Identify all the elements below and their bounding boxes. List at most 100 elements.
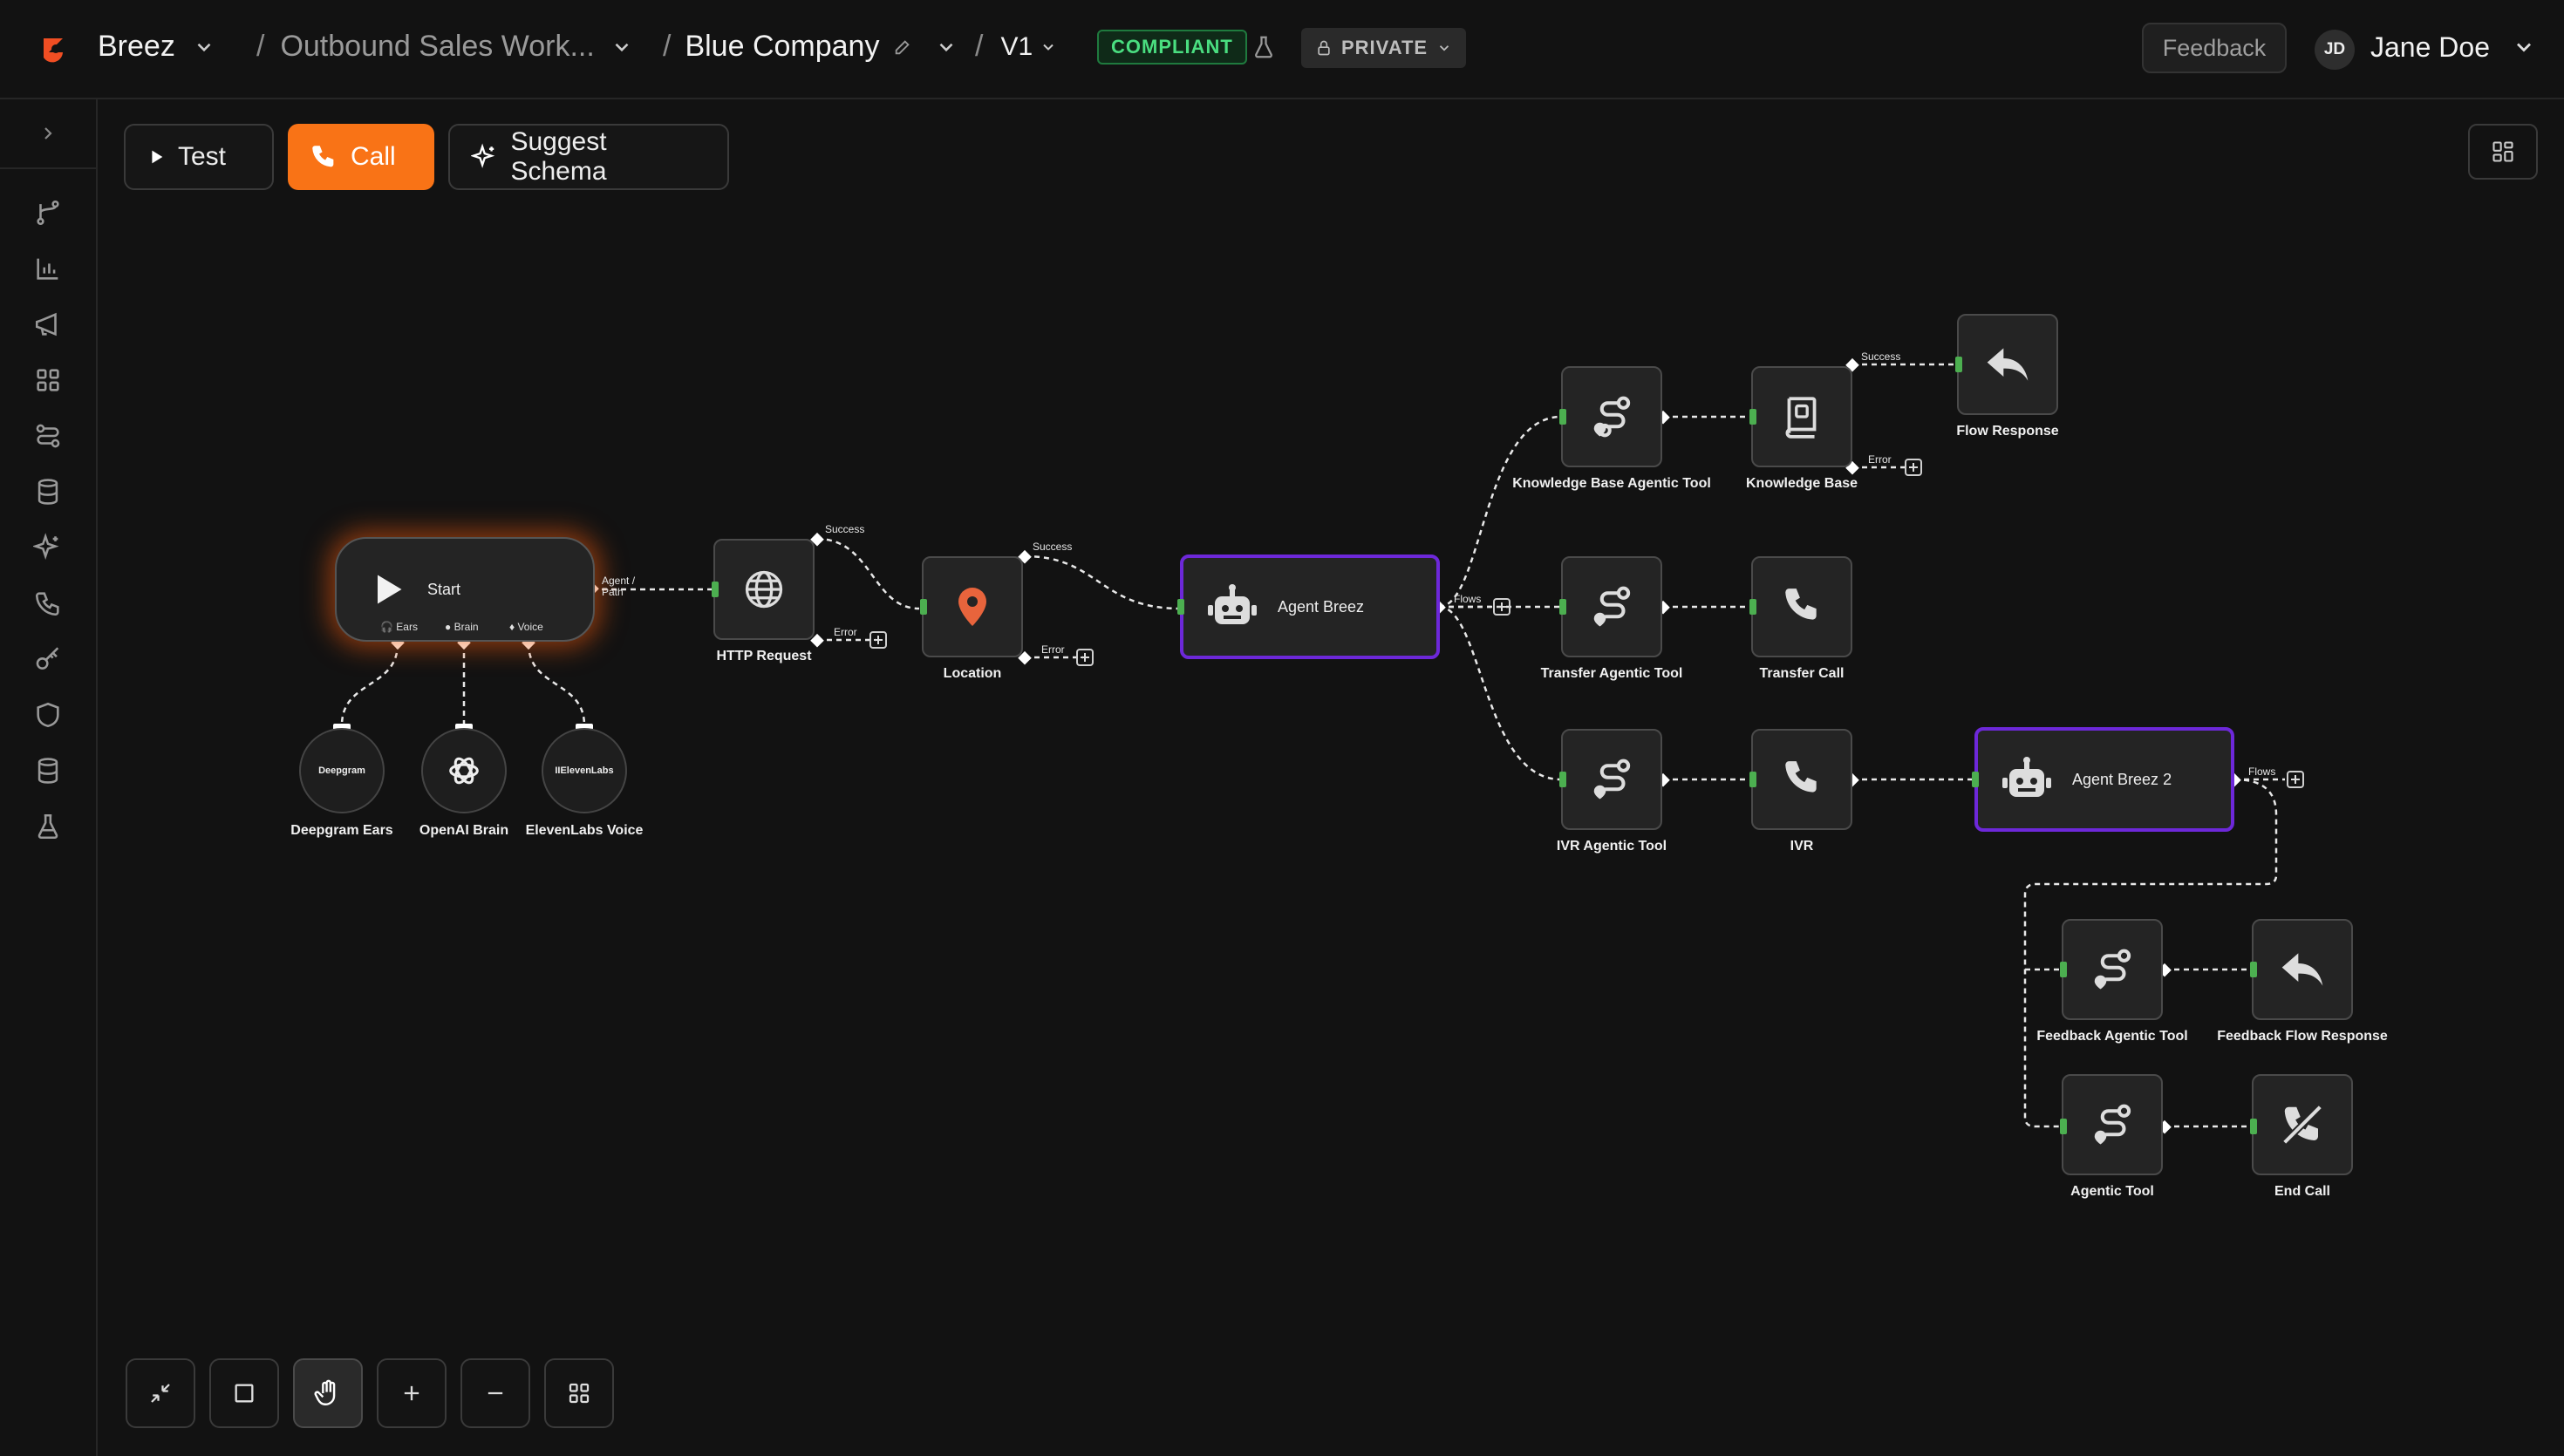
- breadcrumb-workflow[interactable]: / Outbound Sales Work...: [256, 30, 633, 64]
- phone-icon: [1785, 589, 1817, 620]
- edge-start-elevenlabs: [527, 643, 586, 726]
- feedback-flow-response-node[interactable]: [2252, 919, 2353, 1020]
- compliance-badge: COMPLIANT: [1097, 30, 1247, 65]
- flow-icon[interactable]: [31, 195, 65, 230]
- chevron-down-icon: [1439, 45, 1449, 51]
- sparkles-icon[interactable]: [31, 530, 65, 565]
- end-call-node[interactable]: [2252, 1074, 2353, 1175]
- key-icon[interactable]: [31, 642, 65, 677]
- start-node[interactable]: Start: [335, 537, 595, 642]
- plus-icon: [1909, 463, 1918, 472]
- minus-icon: [488, 1391, 503, 1395]
- route-icon: [1593, 396, 1631, 438]
- chart-icon[interactable]: [31, 251, 65, 286]
- layout-toggle-button[interactable]: [2468, 124, 2538, 180]
- edge-location-agent: [1024, 555, 1181, 610]
- add-error-branch-button[interactable]: [869, 631, 887, 649]
- openai-logo-icon: [449, 757, 479, 785]
- add-flow-button[interactable]: [2287, 771, 2304, 788]
- test-button[interactable]: Test: [124, 124, 274, 190]
- start-agent-path-label: Agent / Path: [602, 575, 636, 598]
- feedback-agentic-tool-label: Feedback Agentic Tool: [2036, 1029, 2188, 1044]
- database-icon[interactable]: [31, 474, 65, 509]
- feedback-button[interactable]: Feedback: [2142, 23, 2287, 73]
- deepgram-ears-label: Deepgram Ears: [290, 823, 393, 838]
- play-icon: [152, 150, 163, 164]
- privacy-selector[interactable]: PRIVATE: [1301, 28, 1467, 68]
- call-button[interactable]: Call: [288, 124, 434, 190]
- edge-http-location: [816, 537, 920, 610]
- flask-icon[interactable]: [1251, 33, 1277, 61]
- transfer-call-label: Transfer Call: [1759, 666, 1845, 681]
- zoom-in-button[interactable]: [377, 1358, 447, 1428]
- edge-start-deepgram: [340, 643, 399, 726]
- edit-icon[interactable]: [893, 37, 912, 57]
- workflow-name: Outbound Sales Work...: [280, 30, 595, 63]
- privacy-label: PRIVATE: [1341, 37, 1429, 58]
- phone-icon: [312, 146, 334, 167]
- ivr-agentic-tool-node[interactable]: [1561, 729, 1662, 830]
- breadcrumb-company[interactable]: / Blue Company: [663, 30, 958, 64]
- kb-agentic-tool-node[interactable]: [1561, 366, 1662, 467]
- elevenlabs-voice-node[interactable]: IIElevenLabs: [542, 728, 627, 813]
- zoom-out-button[interactable]: [460, 1358, 530, 1428]
- version-selector[interactable]: / V1: [975, 30, 1057, 64]
- transfer-call-node[interactable]: [1751, 556, 1852, 657]
- ivr-label: IVR: [1790, 839, 1814, 854]
- fit-view-button[interactable]: [544, 1358, 614, 1428]
- version-label: V1: [1000, 31, 1033, 61]
- flask-icon[interactable]: [31, 809, 65, 844]
- agent-breez-2-node[interactable]: Agent Breez 2: [1974, 727, 2234, 832]
- robot-icon: [2002, 757, 2051, 797]
- transfer-agentic-tool-node[interactable]: [1561, 556, 1662, 657]
- add-error-branch-button[interactable]: [1076, 649, 1094, 666]
- pan-tool-button[interactable]: [293, 1358, 363, 1428]
- location-node[interactable]: [922, 556, 1023, 657]
- elevenlabs-voice-label: ElevenLabs Voice: [525, 823, 644, 838]
- phone-icon[interactable]: [31, 586, 65, 621]
- agentic-tool-node[interactable]: [2062, 1074, 2163, 1175]
- globe-icon: [745, 570, 783, 609]
- grid-icon[interactable]: [31, 363, 65, 398]
- location-label: Location: [943, 666, 1002, 681]
- chevron-down-icon: [615, 43, 629, 51]
- ivr-node[interactable]: [1751, 729, 1852, 830]
- grid-icon: [569, 1383, 590, 1404]
- megaphone-icon[interactable]: [31, 307, 65, 342]
- route-icon: [1593, 586, 1631, 627]
- breez-logo-icon[interactable]: [37, 31, 72, 66]
- user-name[interactable]: Jane Doe: [2370, 31, 2490, 63]
- select-tool-button[interactable]: [209, 1358, 279, 1428]
- add-error-branch-button[interactable]: [1905, 459, 1922, 476]
- sparkles-icon: [471, 143, 495, 168]
- flow-response-node[interactable]: [1957, 314, 2058, 415]
- chevron-down-icon: [197, 43, 211, 51]
- http-request-node[interactable]: [713, 539, 815, 640]
- ivr-agentic-tool-label: IVR Agentic Tool: [1556, 839, 1667, 854]
- user-menu-chevron-down-icon[interactable]: [2512, 35, 2536, 59]
- chevron-down-icon: [1043, 44, 1054, 51]
- storage-icon[interactable]: [31, 753, 65, 788]
- avatar[interactable]: JD: [2315, 30, 2355, 70]
- add-flow-button[interactable]: [1493, 598, 1510, 616]
- app-switcher[interactable]: Breez: [98, 30, 215, 64]
- company-name: Blue Company: [685, 30, 880, 63]
- agentic-tool-label: Agentic Tool: [2070, 1184, 2154, 1199]
- feedback-agentic-tool-node[interactable]: [2062, 919, 2163, 1020]
- shield-icon[interactable]: [31, 697, 65, 732]
- route-icon[interactable]: [31, 418, 65, 453]
- phone-icon: [1785, 761, 1817, 793]
- edge-agent-kbtool: [1438, 415, 1562, 609]
- deepgram-ears-node[interactable]: Deepgram: [299, 728, 385, 813]
- openai-brain-node[interactable]: [421, 728, 507, 813]
- app-name: Breez: [98, 30, 175, 63]
- sidebar-expand-button[interactable]: [0, 99, 96, 169]
- knowledge-base-node[interactable]: [1751, 366, 1852, 467]
- http-request-label: HTTP Request: [716, 649, 812, 663]
- transfer-agentic-tool-label: Transfer Agentic Tool: [1540, 666, 1683, 681]
- openai-brain-label: OpenAI Brain: [419, 823, 509, 838]
- collapse-button[interactable]: [126, 1358, 195, 1428]
- route-icon: [2094, 949, 2131, 990]
- suggest-schema-button[interactable]: Suggest Schema: [448, 124, 729, 190]
- agent-breez-node[interactable]: Agent Breez: [1180, 555, 1440, 659]
